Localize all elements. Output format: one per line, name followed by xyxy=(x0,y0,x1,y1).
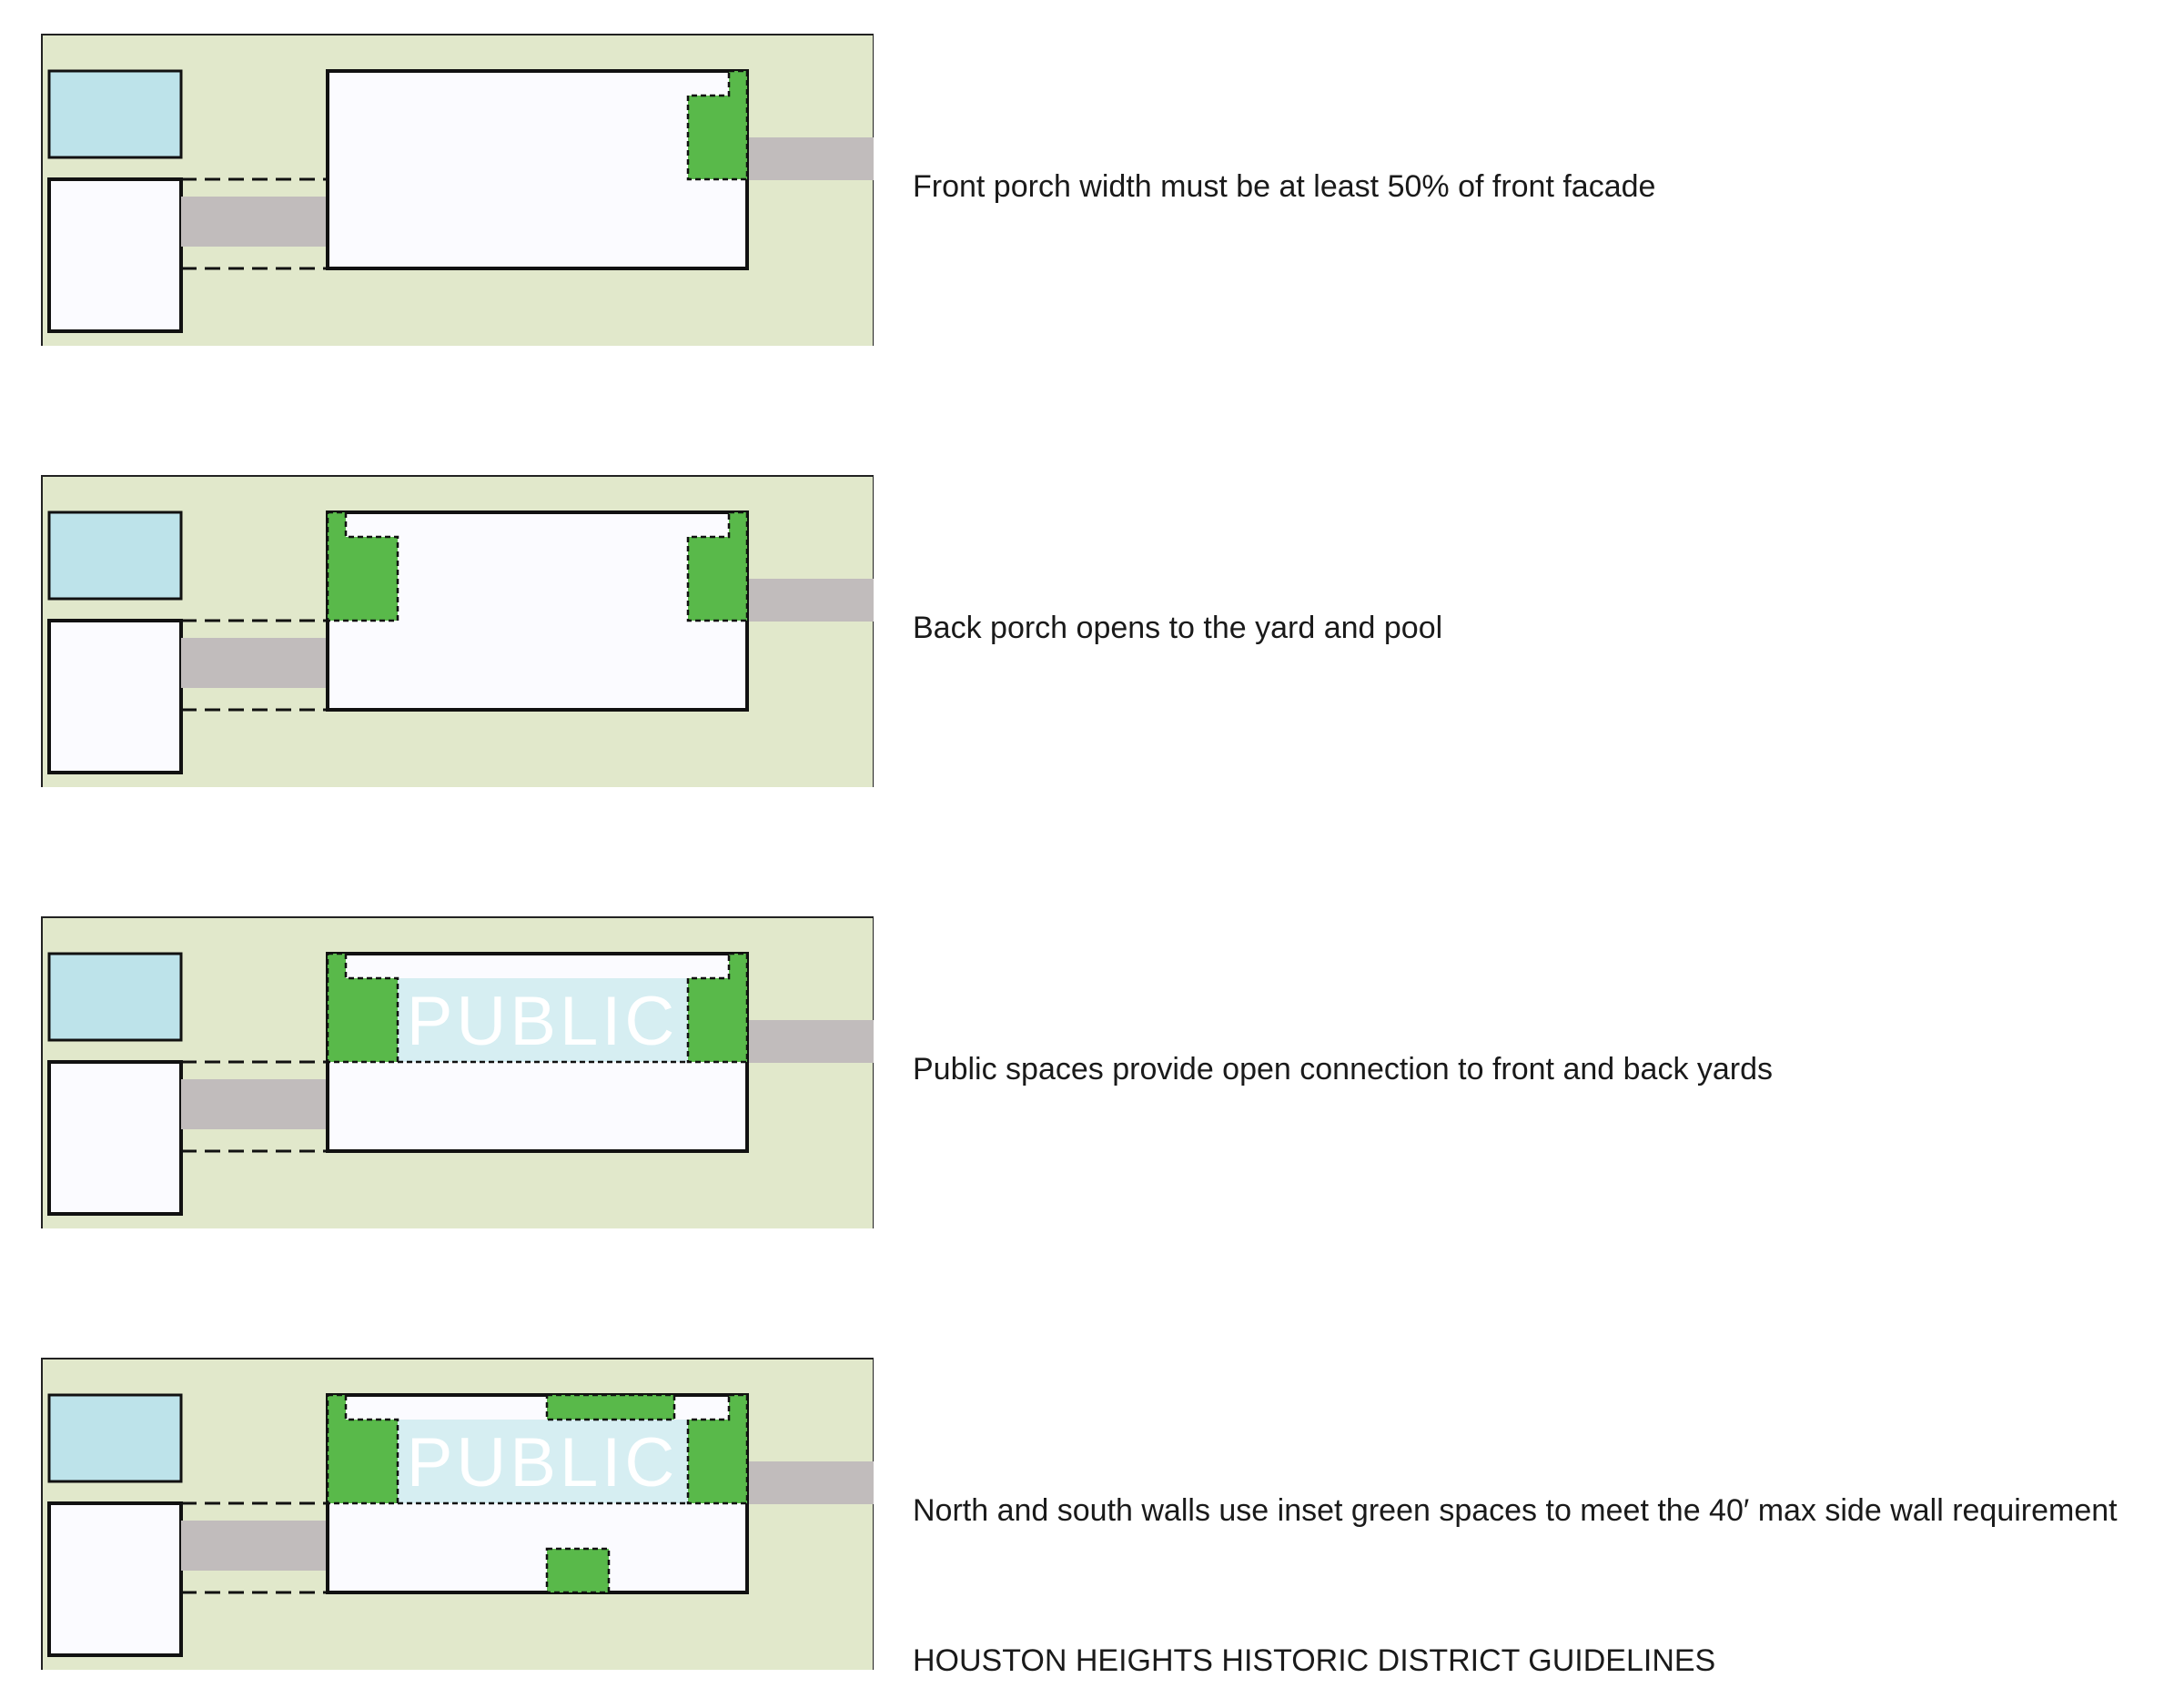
house xyxy=(326,69,749,270)
site-plan-4: PUBLIC xyxy=(41,1358,874,1670)
diagram-panel-3: PUBLIC Public spaces provide open connec… xyxy=(0,910,1773,1228)
pool xyxy=(47,952,183,1042)
public-zone xyxy=(398,978,688,1062)
site-plan-1 xyxy=(41,34,874,346)
public-label: PUBLIC xyxy=(407,983,679,1060)
front-walk xyxy=(746,1461,874,1504)
driveway xyxy=(181,1521,328,1571)
diagram-panel-2: Back porch opens to the yard and pool xyxy=(0,469,1442,787)
driveway xyxy=(181,197,328,247)
diagram-panel-4: PUBLIC North and south walls use inset g… xyxy=(0,1351,2118,1670)
back-porch xyxy=(326,1393,399,1505)
site-plan-3: PUBLIC xyxy=(41,916,874,1228)
panel-caption: North and south walls use inset green sp… xyxy=(913,1493,2118,1528)
back-porch xyxy=(326,510,399,622)
pool xyxy=(47,1393,183,1483)
garage xyxy=(47,1060,183,1216)
garage xyxy=(47,177,183,333)
front-walk xyxy=(746,137,874,180)
front-porch xyxy=(686,1393,749,1505)
garage xyxy=(47,619,183,774)
pool xyxy=(47,69,183,159)
front-walk xyxy=(746,1020,874,1063)
front-porch xyxy=(686,69,749,181)
south-inset-green-space xyxy=(545,1547,611,1594)
driveway xyxy=(181,1079,328,1129)
panel-caption: Front porch width must be at least 50% o… xyxy=(913,169,1656,204)
front-walk xyxy=(746,579,874,622)
front-porch xyxy=(686,952,749,1064)
public-zone xyxy=(398,1420,688,1503)
panel-caption: Public spaces provide open connection to… xyxy=(913,1052,1774,1087)
site-plan-2 xyxy=(41,475,874,787)
driveway xyxy=(181,638,328,688)
pool xyxy=(47,510,183,601)
north-inset-green-space xyxy=(545,1393,676,1421)
garage xyxy=(47,1501,183,1657)
front-porch xyxy=(686,510,749,622)
back-porch xyxy=(326,952,399,1064)
public-label: PUBLIC xyxy=(407,1424,679,1501)
diagram-panel-1: Front porch width must be at least 50% o… xyxy=(0,27,1655,346)
document-footer-title: HOUSTON HEIGHTS HISTORIC DISTRICT GUIDEL… xyxy=(913,1643,1716,1678)
panel-caption: Back porch opens to the yard and pool xyxy=(913,611,1443,645)
